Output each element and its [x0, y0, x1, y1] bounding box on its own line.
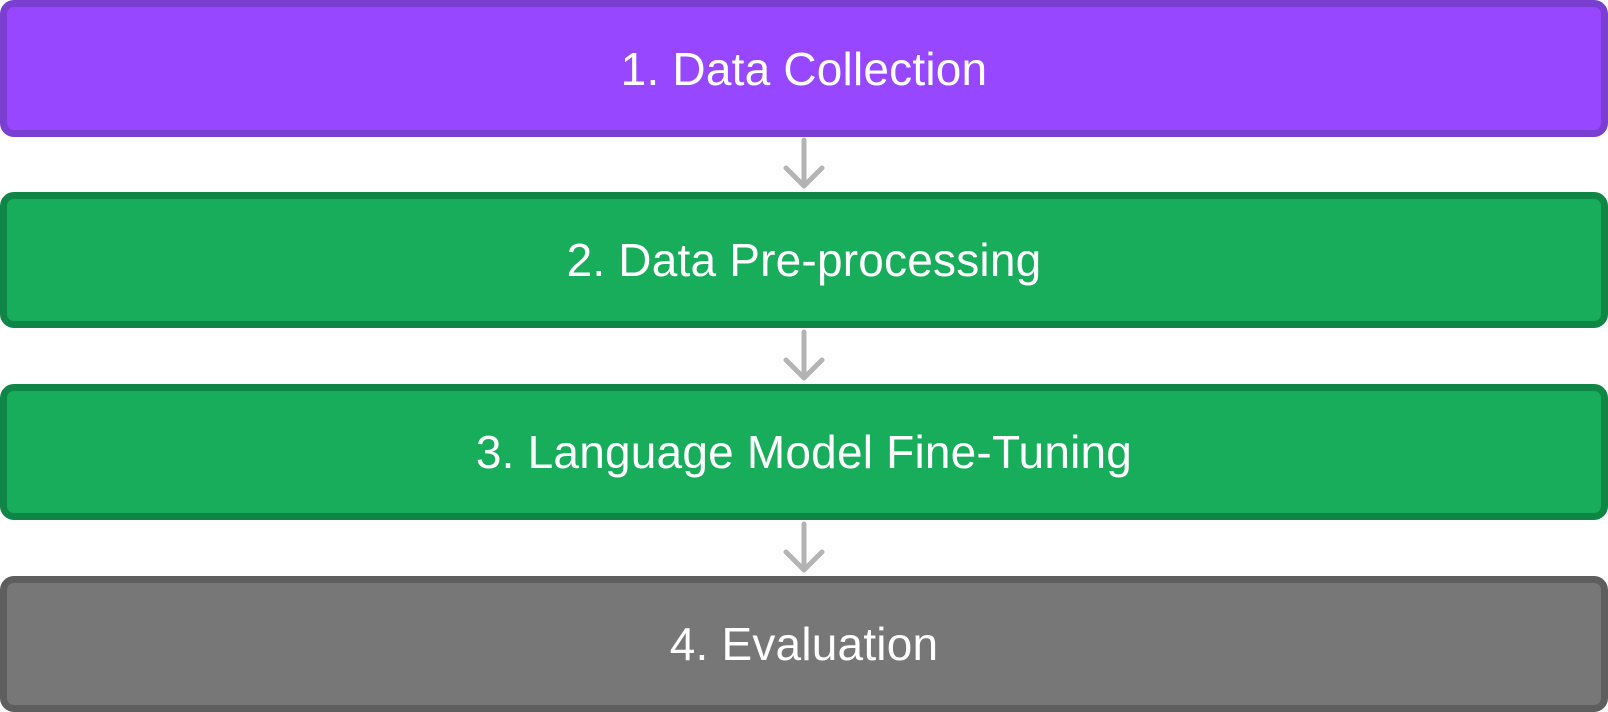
step-label: 1. Data Collection — [620, 42, 988, 95]
step-data-collection: 1. Data Collection — [0, 0, 1608, 137]
step-label: 2. Data Pre-processing — [566, 234, 1042, 286]
step-data-preprocessing: 2. Data Pre-processing — [0, 192, 1608, 328]
step-label: 3. Language Model Fine-Tuning — [475, 426, 1133, 478]
step-label: 4. Evaluation — [669, 618, 939, 670]
arrow-down-icon — [780, 136, 828, 192]
arrow-down-icon — [780, 520, 828, 576]
arrow-down-icon — [780, 328, 828, 384]
step-language-model-fine-tuning: 3. Language Model Fine-Tuning — [0, 384, 1608, 520]
step-evaluation: 4. Evaluation — [0, 576, 1608, 712]
